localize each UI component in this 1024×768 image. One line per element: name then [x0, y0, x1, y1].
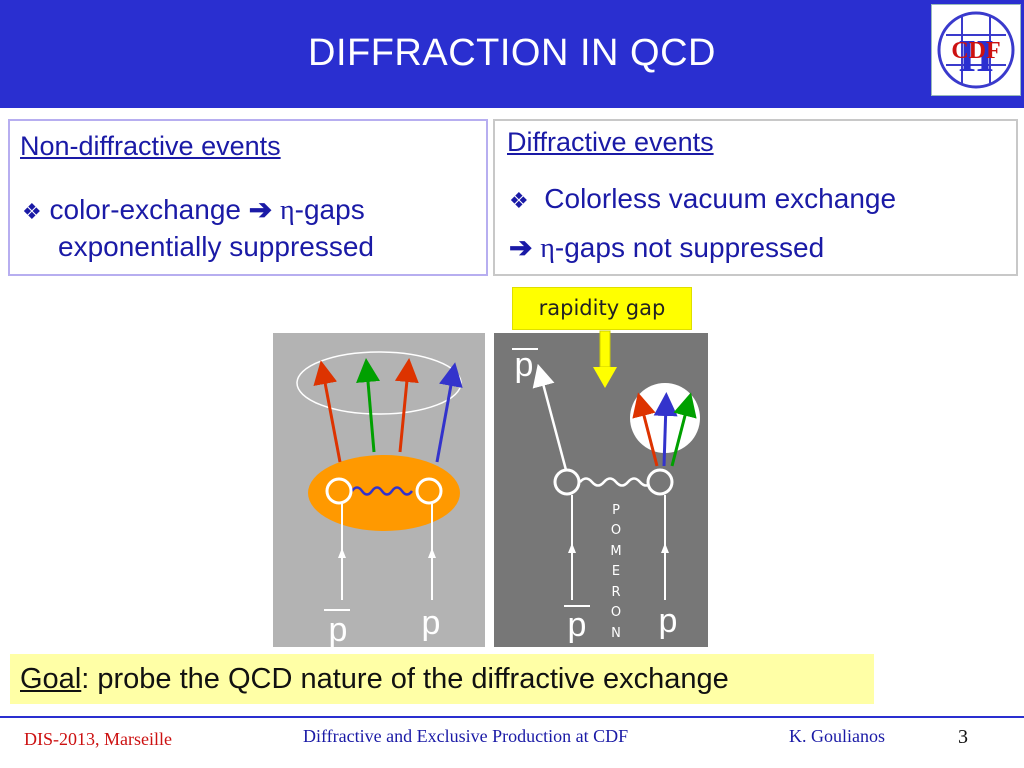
page-number: 3 — [958, 726, 968, 748]
footer-author: K. Goulianos — [789, 726, 885, 746]
vertex-circle — [646, 468, 674, 496]
up-arrow-icon — [428, 548, 436, 558]
up-arrow-icon — [568, 543, 576, 553]
color-exchange-text: color-exchange — [49, 194, 241, 225]
red-parton-arrow — [394, 358, 419, 453]
diffractive-line-1: ❖ Colorless vacuum exchange — [509, 183, 896, 215]
pomeron-letter: P — [612, 503, 620, 518]
pomeron-letter: O — [611, 605, 621, 620]
diffractive-heading: Diffractive events — [507, 127, 714, 157]
diffractive-line-2: ➔ η-gaps not suppressed — [509, 231, 824, 265]
eta-symbol: η — [540, 233, 555, 264]
scattered-antiproton-arrow — [532, 363, 568, 471]
pomeron-letter: M — [610, 544, 621, 559]
goal-banner: Goal: probe the QCD nature of the diffra… — [10, 654, 874, 704]
up-arrow-icon — [338, 548, 346, 558]
footer-conference: DIS-2013, Marseille — [24, 729, 172, 749]
footer-talk-title: Diffractive and Exclusive Production at … — [303, 726, 629, 746]
vertex-circle — [415, 477, 443, 505]
blue-parton-arrow — [653, 392, 678, 467]
goal-text: : probe the QCD nature of the diffractiv… — [81, 663, 729, 695]
right-arrow-icon: ➔ — [509, 232, 533, 263]
bullet-icon: ❖ — [22, 199, 42, 224]
title-bar: DIFFRACTION IN QCD II CDF — [0, 0, 1024, 108]
non-diffractive-line-2: exponentially suppressed — [58, 231, 374, 262]
green-parton-arrow — [356, 358, 380, 453]
pomeron-letter: R — [611, 585, 620, 600]
pomeron-wavy-line — [579, 477, 653, 487]
logo-numeral: II — [958, 30, 994, 81]
scattered-antiproton-label: p — [515, 346, 534, 384]
pomeron-letter: O — [611, 523, 621, 538]
non-diffractive-heading: Non-diffractive events — [20, 131, 281, 161]
pomeron-letter: N — [611, 626, 621, 641]
bullet-icon: ❖ — [509, 188, 529, 213]
vertex-circle — [553, 468, 581, 496]
down-arrow-icon — [593, 367, 617, 388]
diffractive-box: Diffractive events ❖ Colorless vacuum ex… — [493, 119, 1018, 276]
antiproton-label: p — [329, 611, 348, 649]
up-arrow-icon — [661, 543, 669, 553]
rapidity-arrow-shaft — [599, 330, 611, 368]
gaps-text: -gaps — [294, 194, 365, 225]
red-parton-arrow — [632, 392, 659, 467]
proton-label: p — [659, 602, 678, 640]
non-diffractive-line-1: ❖ color-exchange ➔ η-gaps — [22, 193, 365, 227]
right-arrow-icon: ➔ — [248, 194, 273, 225]
gaps-not-suppressed-text: -gaps not suppressed — [554, 232, 825, 263]
final-state-ellipse — [296, 351, 462, 415]
goal-keyword: Goal — [20, 663, 82, 695]
non-diffractive-box: Non-diffractive events ❖ color-exchange … — [8, 119, 488, 276]
eta-symbol: η — [280, 195, 295, 226]
colorless-exchange-text: Colorless vacuum exchange — [544, 183, 897, 214]
cdf-logo: II CDF — [931, 4, 1021, 96]
gluon-wavy-line — [350, 486, 414, 496]
logo-text: CDF — [951, 38, 1000, 64]
vertex-circle — [325, 477, 353, 505]
blue-parton-arrow — [435, 362, 463, 463]
footer-divider — [0, 716, 1024, 718]
rapidity-gap-label: rapidity gap — [512, 287, 692, 330]
pomeron-letter: E — [612, 564, 620, 579]
red-parton-arrow — [313, 360, 342, 463]
proton-label: p — [422, 604, 441, 642]
green-parton-arrow — [670, 392, 697, 467]
slide-title: DIFFRACTION IN QCD — [308, 32, 716, 74]
pomeron-label: P O M E R O N — [610, 503, 621, 641]
antiproton-label: p — [568, 606, 587, 644]
